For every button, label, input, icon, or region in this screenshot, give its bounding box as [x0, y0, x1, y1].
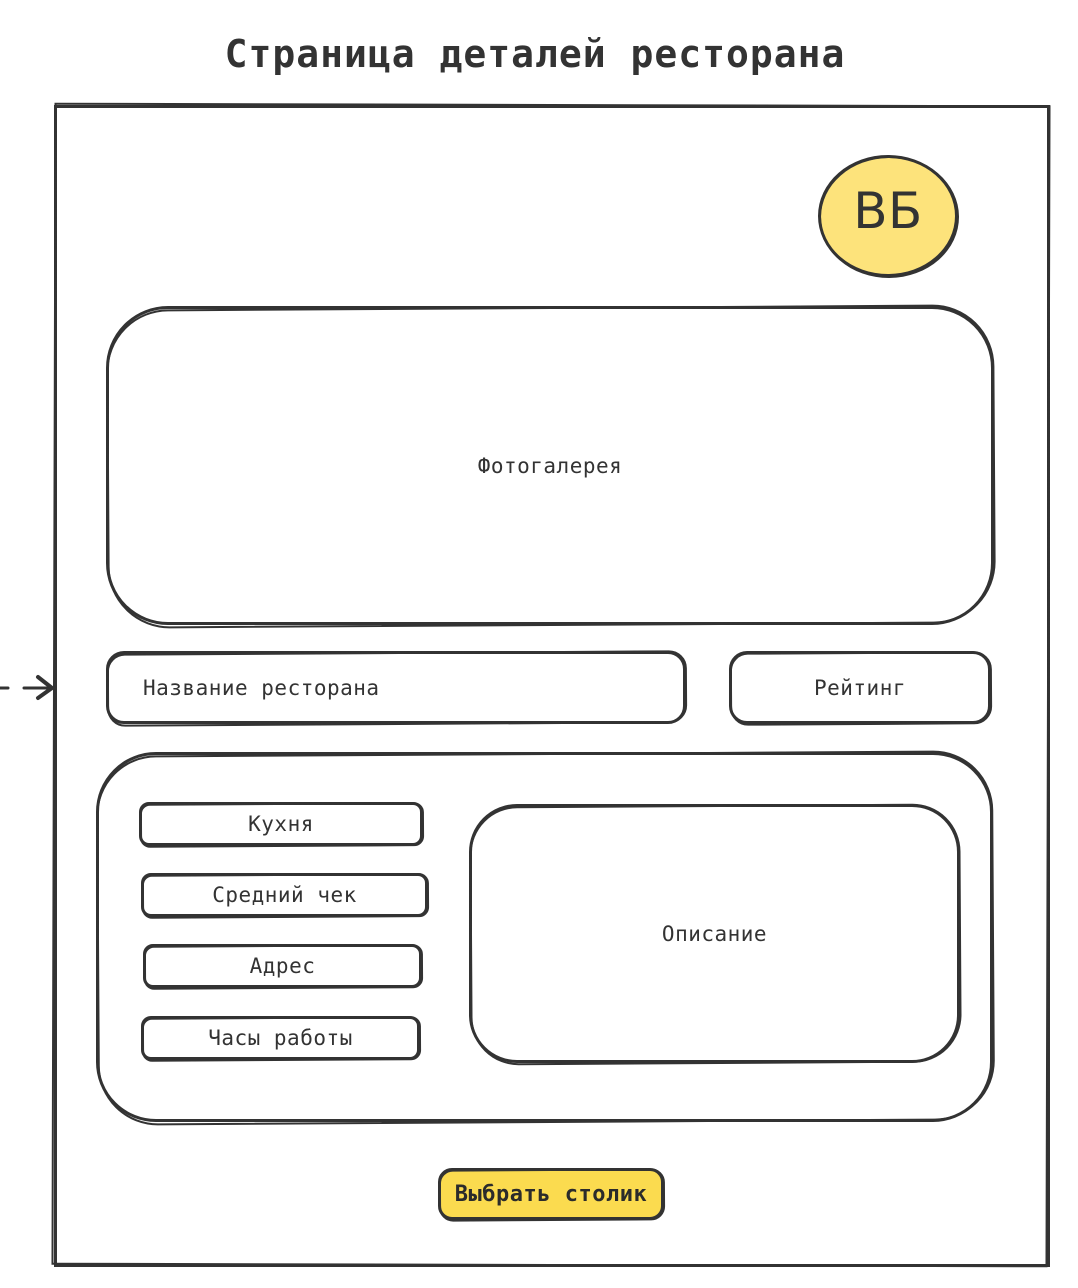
choose-table-button[interactable]: Выбрать столик: [438, 1168, 664, 1220]
page-title: Страница деталей ресторана: [224, 32, 846, 76]
description-block: Описание: [469, 804, 960, 1063]
restaurant-name: Название ресторана: [106, 651, 686, 724]
choose-table-label: Выбрать столик: [454, 1181, 648, 1207]
address-field: Адрес: [143, 944, 422, 988]
restaurant-rating: Рейтинг: [729, 651, 991, 724]
restaurant-rating-label: Рейтинг: [813, 675, 906, 700]
user-avatar[interactable]: ВБ: [818, 155, 958, 277]
average-check-label: Средний чек: [212, 883, 357, 907]
cuisine-label: Кухня: [248, 812, 314, 836]
restaurant-info-card: [96, 752, 993, 1122]
cuisine-field: Кухня: [139, 802, 423, 846]
average-check-field: Средний чек: [141, 873, 428, 917]
description-label: Описание: [661, 921, 768, 946]
restaurant-name-label: Название ресторана: [143, 675, 380, 700]
address-label: Адрес: [249, 954, 316, 978]
opening-hours-field: Часы работы: [141, 1016, 420, 1060]
opening-hours-label: Часы работы: [208, 1026, 353, 1050]
screen-frame: [54, 105, 1050, 1267]
photo-gallery-label: Фотогалерея: [477, 453, 623, 478]
incoming-arrow-icon: [0, 675, 54, 700]
photo-gallery[interactable]: Фотогалерея: [106, 306, 994, 625]
avatar-initials: ВБ: [853, 182, 923, 240]
